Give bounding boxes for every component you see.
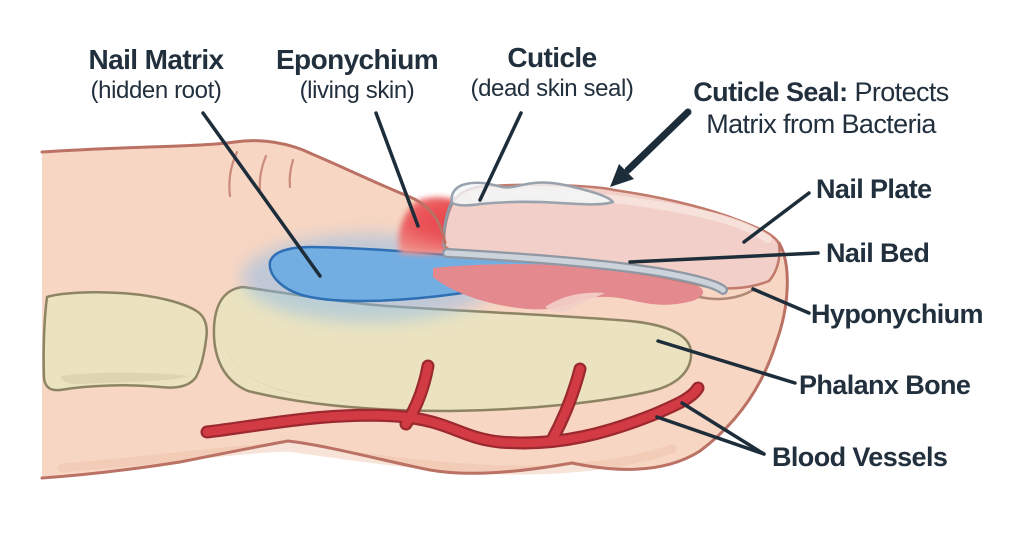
cuticle-region (450, 181, 615, 207)
cuticle-seal-arrowhead (610, 164, 634, 187)
label-phalanx-bone: Phalanx Bone (799, 370, 971, 400)
label-cuticle-seal: Cuticle Seal: Protects Matrix from Bacte… (686, 76, 956, 141)
label-eponychium: Eponychium (living skin) (247, 45, 467, 104)
pointer-nail-bed (628, 251, 820, 264)
pointer-blood-vessel-1 (680, 401, 766, 456)
label-nail-bed: Nail Bed (826, 238, 930, 268)
middle-phalanx-shadow (60, 372, 190, 385)
nail-matrix-title: Nail Matrix (88, 44, 225, 75)
pointer-lines (201, 108, 820, 456)
pointer-nail-plate (742, 191, 811, 244)
pointer-phalanx-bone (656, 339, 797, 385)
pointer-eponychium (374, 111, 420, 228)
hyponychium-fold-line (698, 288, 755, 301)
cuticle-subtitle: (dead skin seal) (470, 75, 634, 103)
middle-phalanx-bone (42, 290, 208, 392)
cuticle-title: Cuticle (507, 42, 597, 73)
pointer-nail-matrix (201, 111, 322, 278)
knuckle-wrinkle-2 (258, 154, 268, 194)
knuckle-wrinkle-1 (228, 150, 239, 198)
nail-matrix-subtitle: (hidden root) (90, 77, 222, 105)
nail-underside-band-light (444, 250, 726, 293)
eponychium-subtitle: (living skin) (299, 77, 415, 105)
fingertip-outline (40, 241, 789, 480)
finger-top-outline (40, 139, 447, 245)
nail-bed-region (433, 264, 704, 310)
knuckle-wrinkle-3 (288, 158, 295, 189)
pointer-cuticle-seal-shaft (624, 108, 692, 174)
label-blood-vessels: Blood Vessels (772, 442, 948, 472)
cuticle-seal-line2: Matrix from Bacteria (706, 109, 936, 140)
pointer-hyponychium (751, 287, 811, 315)
nail-bed-highlight (545, 292, 605, 312)
pointer-cuticle (478, 111, 523, 202)
label-hyponychium: Hyponychium (811, 299, 984, 329)
blood-vessels-group (200, 359, 705, 450)
label-cuticle: Cuticle (dead skin seal) (442, 43, 662, 102)
eponychium-title: Eponychium (275, 44, 439, 75)
label-nail-matrix: Nail Matrix (hidden root) (46, 45, 266, 104)
label-nail-plate: Nail Plate (816, 174, 932, 204)
cuticle-seal-line1: Cuticle Seal: Protects (693, 77, 949, 107)
pointer-blood-vessel-2 (655, 415, 766, 456)
